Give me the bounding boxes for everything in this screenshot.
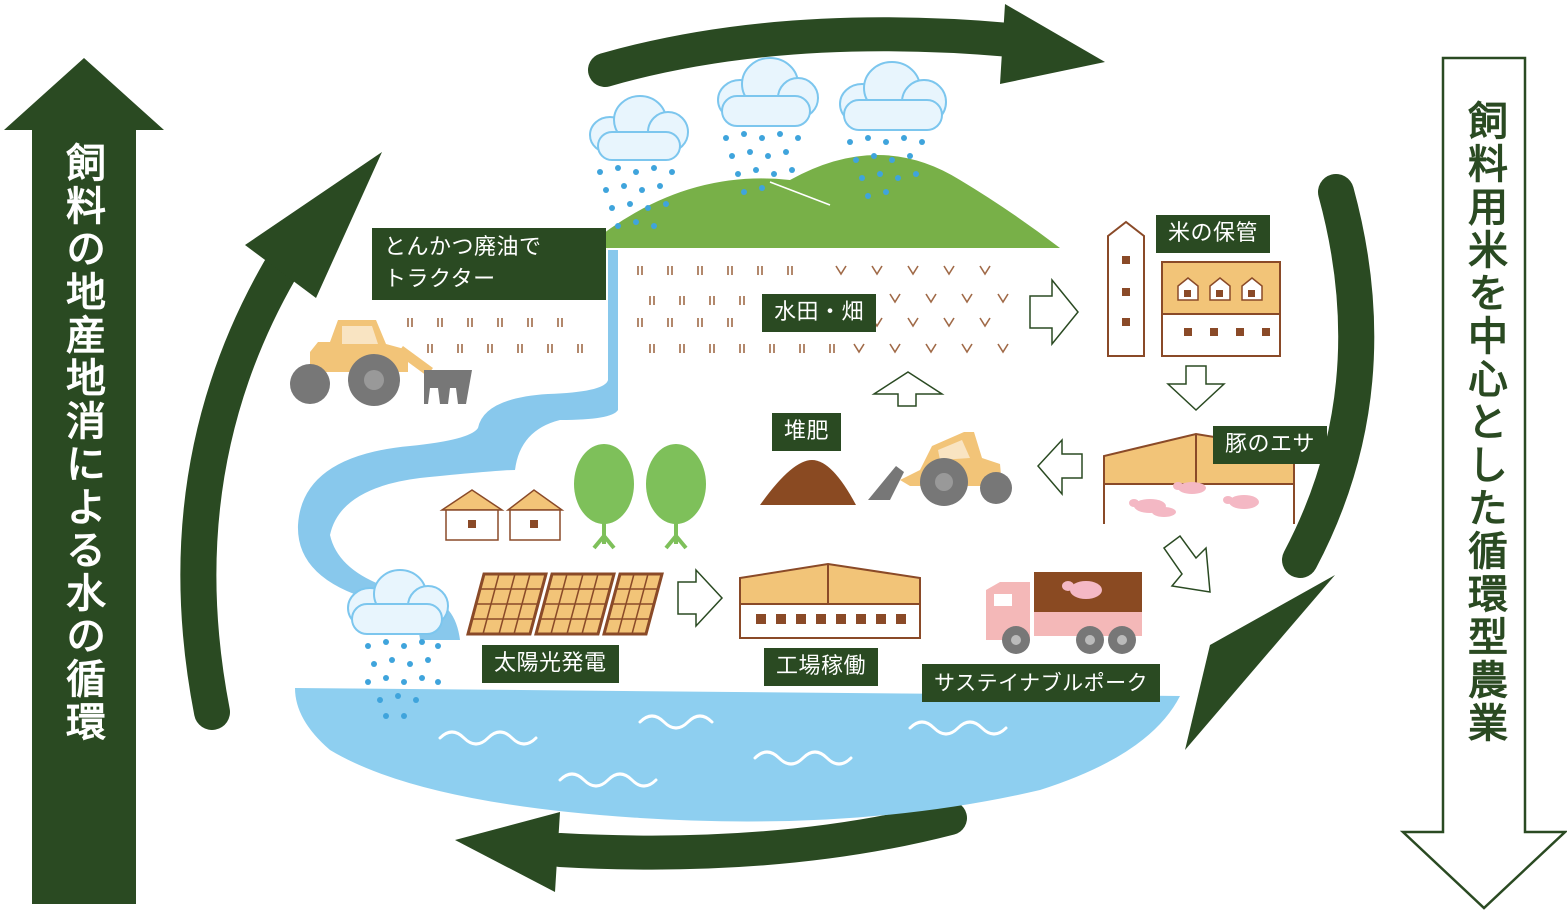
solar-label: 太陽光発電	[482, 645, 619, 683]
hills	[585, 155, 1060, 248]
arrow-feed-to-compost	[1036, 438, 1083, 497]
cycle-arrow-bottom	[455, 801, 967, 892]
flow-arrows	[677, 277, 1226, 628]
compost-label: 堆肥	[772, 413, 842, 451]
trees	[574, 444, 706, 550]
pig-feed-label: 豚のエサ	[1213, 426, 1328, 464]
rice-storage-label: 米の保管	[1156, 215, 1271, 253]
truck	[986, 572, 1142, 654]
arrow-paddy-to-storage	[1029, 277, 1079, 347]
arrow-feed-to-truck	[1162, 534, 1211, 593]
lake	[295, 688, 1180, 822]
left-big-arrow	[4, 58, 164, 904]
factory	[739, 562, 921, 639]
factory-label: 工場稼働	[764, 648, 879, 686]
pork-label: サステイナブルポーク	[922, 664, 1161, 702]
cloud-1	[589, 95, 689, 229]
right-outline-arrow	[1399, 56, 1567, 910]
rice-storage	[1107, 220, 1281, 357]
left-arrow-text: 飼料の地産地消による水の循環	[59, 142, 105, 744]
cloud-2	[717, 57, 819, 195]
paddy-label: 水田・畑	[762, 294, 877, 332]
cloud-4	[347, 569, 449, 719]
houses	[439, 489, 565, 541]
cycle-arrow-top	[588, 4, 1105, 87]
cycle-arrow-right	[1185, 174, 1375, 750]
right-arrow-text: 飼料用米を中心とした循環型農業	[1461, 100, 1507, 745]
cloud-3	[839, 61, 947, 199]
cycle-arrow-left	[180, 152, 382, 730]
solar-panels	[466, 572, 664, 636]
tractor-icon	[290, 320, 472, 406]
arrow-compost-to-paddy	[871, 371, 945, 407]
compost-tractor-icon	[868, 432, 1012, 506]
river	[297, 250, 618, 640]
rice-paddy-marks	[407, 266, 835, 353]
arrow-storage-to-feed	[1166, 365, 1226, 412]
tractor-label: とんかつ廃油で トラクター	[372, 228, 606, 300]
field-marks	[835, 265, 1009, 354]
arrow-solar-to-factory	[677, 568, 724, 628]
compost-pile	[760, 460, 856, 505]
